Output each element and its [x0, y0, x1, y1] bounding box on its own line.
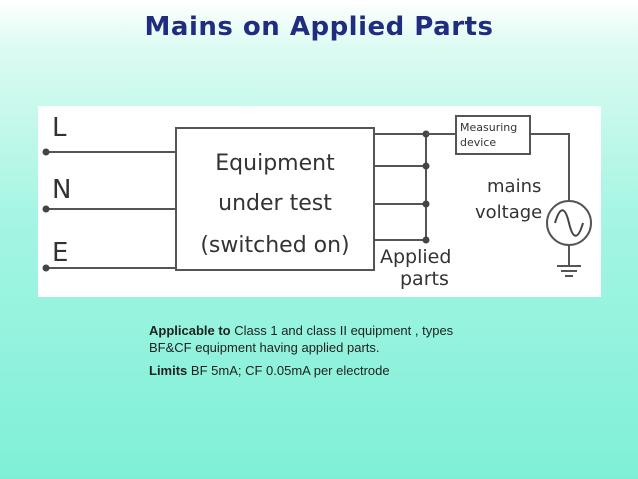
source-lead	[530, 133, 570, 201]
terminal-label-e: E	[52, 238, 68, 268]
terminal-label-l: L	[52, 113, 67, 143]
applicable-paragraph: Applicable to Class 1 and class II equip…	[149, 322, 499, 356]
limits-label: Limits	[149, 363, 188, 378]
ground-icon	[557, 265, 581, 277]
slide-title: Mains on Applied Parts	[144, 12, 494, 42]
terminal-dot-n	[42, 205, 50, 213]
circuit-diagram: L N E Equipment under test (switched on)…	[38, 106, 601, 297]
measuring-device-box	[455, 115, 531, 155]
applied-parts-label-line1: Applied	[380, 246, 451, 268]
equipment-box	[175, 127, 375, 271]
applied-parts-label-line2: parts	[400, 268, 449, 290]
equipment-label-line2: under test	[218, 191, 332, 216]
applicable-label: Applicable to	[149, 323, 231, 338]
applied-dot-2	[422, 162, 430, 170]
mains-voltage-label-line2: voltage	[475, 202, 542, 223]
terminal-dot-e	[42, 264, 50, 272]
mains-voltage-label-line1: mains	[487, 176, 541, 197]
measuring-device-label-line1: Measuring	[460, 121, 517, 134]
notes-text: Applicable to Class 1 and class II equip…	[149, 322, 499, 385]
applied-dot-4	[422, 236, 430, 244]
limits-paragraph: Limits BF 5mA; CF 0.05mA per electrode	[149, 362, 499, 379]
equipment-label-line1: Equipment	[215, 151, 335, 176]
terminal-label-n: N	[52, 175, 71, 205]
applicable-text: Class 1 and class II equipment , types B…	[149, 323, 454, 355]
ac-source-icon	[546, 200, 592, 246]
applied-dot-3	[422, 200, 430, 208]
measuring-device-label-line2: device	[460, 136, 496, 149]
limits-text: BF 5mA; CF 0.05mA per electrode	[187, 363, 390, 378]
terminal-dot-l	[42, 148, 50, 156]
circuit-diagram-svg: L N E Equipment under test (switched on)…	[42, 113, 592, 290]
equipment-label-line3: (switched on)	[200, 233, 349, 258]
